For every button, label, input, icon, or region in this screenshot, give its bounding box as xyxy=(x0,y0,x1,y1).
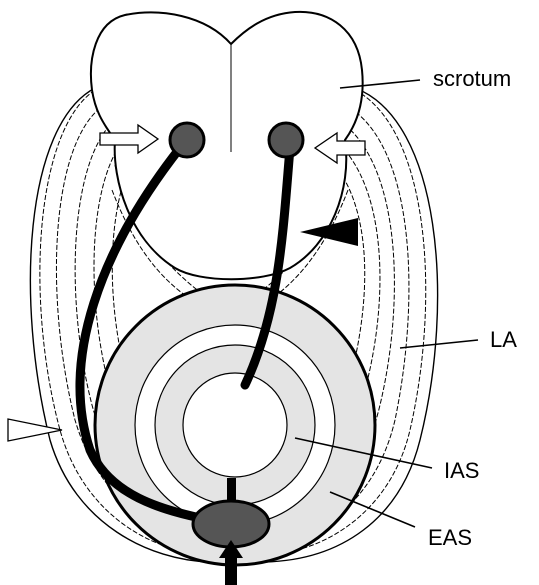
la-label: LA xyxy=(490,327,517,352)
white-arrowhead-icon xyxy=(8,419,62,441)
left-dot xyxy=(170,123,204,157)
eas-label: EAS xyxy=(428,525,472,550)
la-leader xyxy=(400,340,478,348)
right-dot xyxy=(269,123,303,157)
lumen xyxy=(183,373,287,477)
ias-label: IAS xyxy=(444,458,479,483)
scrotum-label: scrotum xyxy=(433,66,511,91)
